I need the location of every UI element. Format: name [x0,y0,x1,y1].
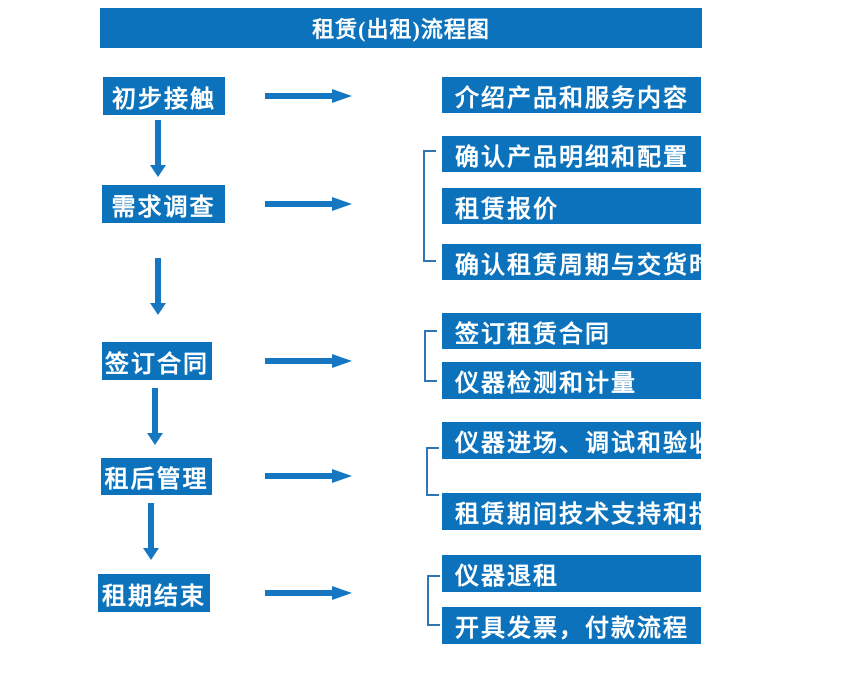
detail-rental-quote: 租赁报价 [442,188,701,224]
right-arrow-icon [265,469,352,483]
group-bracket [427,575,440,626]
step-post-rental-management: 租后管理 [101,458,212,495]
detail-invoice-payment: 开具发票，付款流程 [442,607,701,644]
detail-instrument-setup: 仪器进场、调试和验收 [442,422,713,459]
right-arrow-icon [265,586,352,600]
detail-confirm-period-delivery: 确认租赁周期与交货时间 [442,244,739,280]
step-demand-survey: 需求调查 [102,185,225,223]
group-bracket [423,150,436,262]
detail-introduce-products: 介绍产品和服务内容 [442,77,701,113]
down-arrow-icon [143,503,159,560]
detail-instrument-testing: 仪器检测和计量 [442,362,701,399]
down-arrow-icon [150,120,166,177]
step-rental-end: 租期结束 [98,574,210,612]
detail-technical-support: 租赁期间技术支持和指导 [442,493,739,530]
group-bracket [424,330,437,382]
down-arrow-icon [147,388,163,445]
step-sign-contract: 签订合同 [102,342,212,380]
detail-instrument-return: 仪器退租 [442,555,701,592]
detail-sign-rental-contract: 签订租赁合同 [442,313,701,349]
detail-confirm-product-config: 确认产品明细和配置 [442,136,701,172]
right-arrow-icon [265,89,352,103]
down-arrow-icon [150,258,166,315]
right-arrow-icon [265,197,352,211]
right-arrow-icon [265,354,352,368]
flowchart-title: 租赁(出租)流程图 [100,8,702,48]
group-bracket [426,447,439,496]
step-initial-contact: 初步接触 [103,77,225,115]
